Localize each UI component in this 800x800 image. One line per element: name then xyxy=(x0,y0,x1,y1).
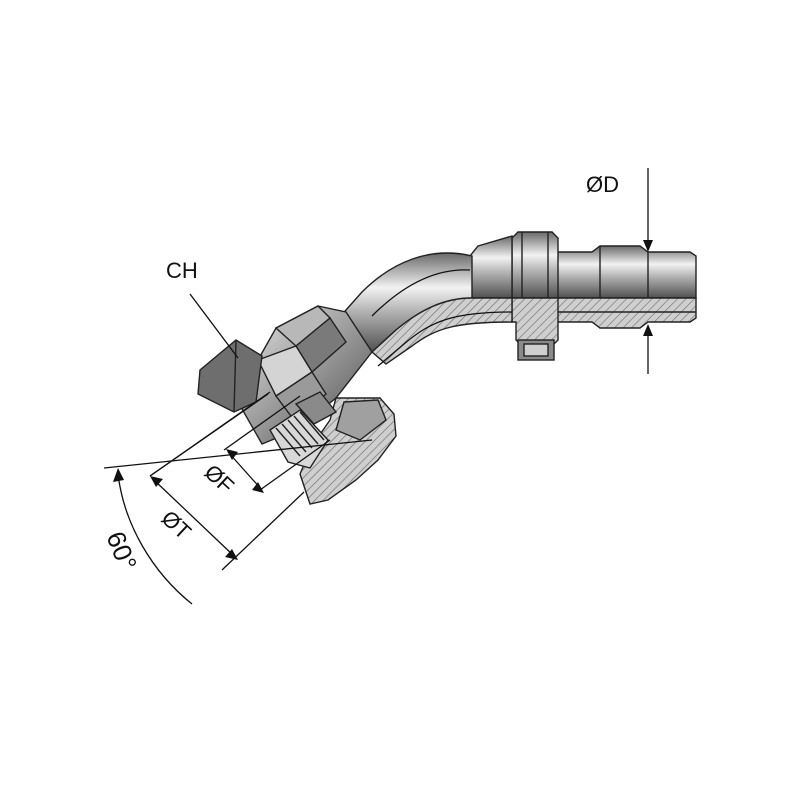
t-arrow-2 xyxy=(225,549,238,560)
f-arrow-2 xyxy=(252,482,264,493)
nut-assembly xyxy=(197,305,397,505)
collar xyxy=(469,231,559,361)
ch-leader-line xyxy=(189,293,239,359)
elbow-tube xyxy=(328,252,513,367)
angle-arc-arrow xyxy=(113,468,124,482)
ch-label: CH xyxy=(166,258,198,283)
t-dimension-line xyxy=(153,479,235,557)
t-label: ØT xyxy=(157,505,196,544)
hose-tail xyxy=(547,245,697,329)
f-extension-line-2 xyxy=(259,439,331,491)
t-extension-line-1 xyxy=(149,391,271,477)
t-arrow-1 xyxy=(150,476,163,487)
angle-ref-line-horizontal xyxy=(103,439,373,469)
f-arrow-1 xyxy=(226,449,238,460)
f-extension-line-1 xyxy=(223,395,301,451)
d-arrow-top xyxy=(643,240,653,252)
f-dimension-line xyxy=(227,451,263,491)
f-label: ØF xyxy=(200,459,239,498)
dimension-lines xyxy=(103,168,653,605)
d-arrow-bottom xyxy=(643,324,653,336)
d-label: ØD xyxy=(586,172,619,197)
angle-arc xyxy=(117,473,193,605)
